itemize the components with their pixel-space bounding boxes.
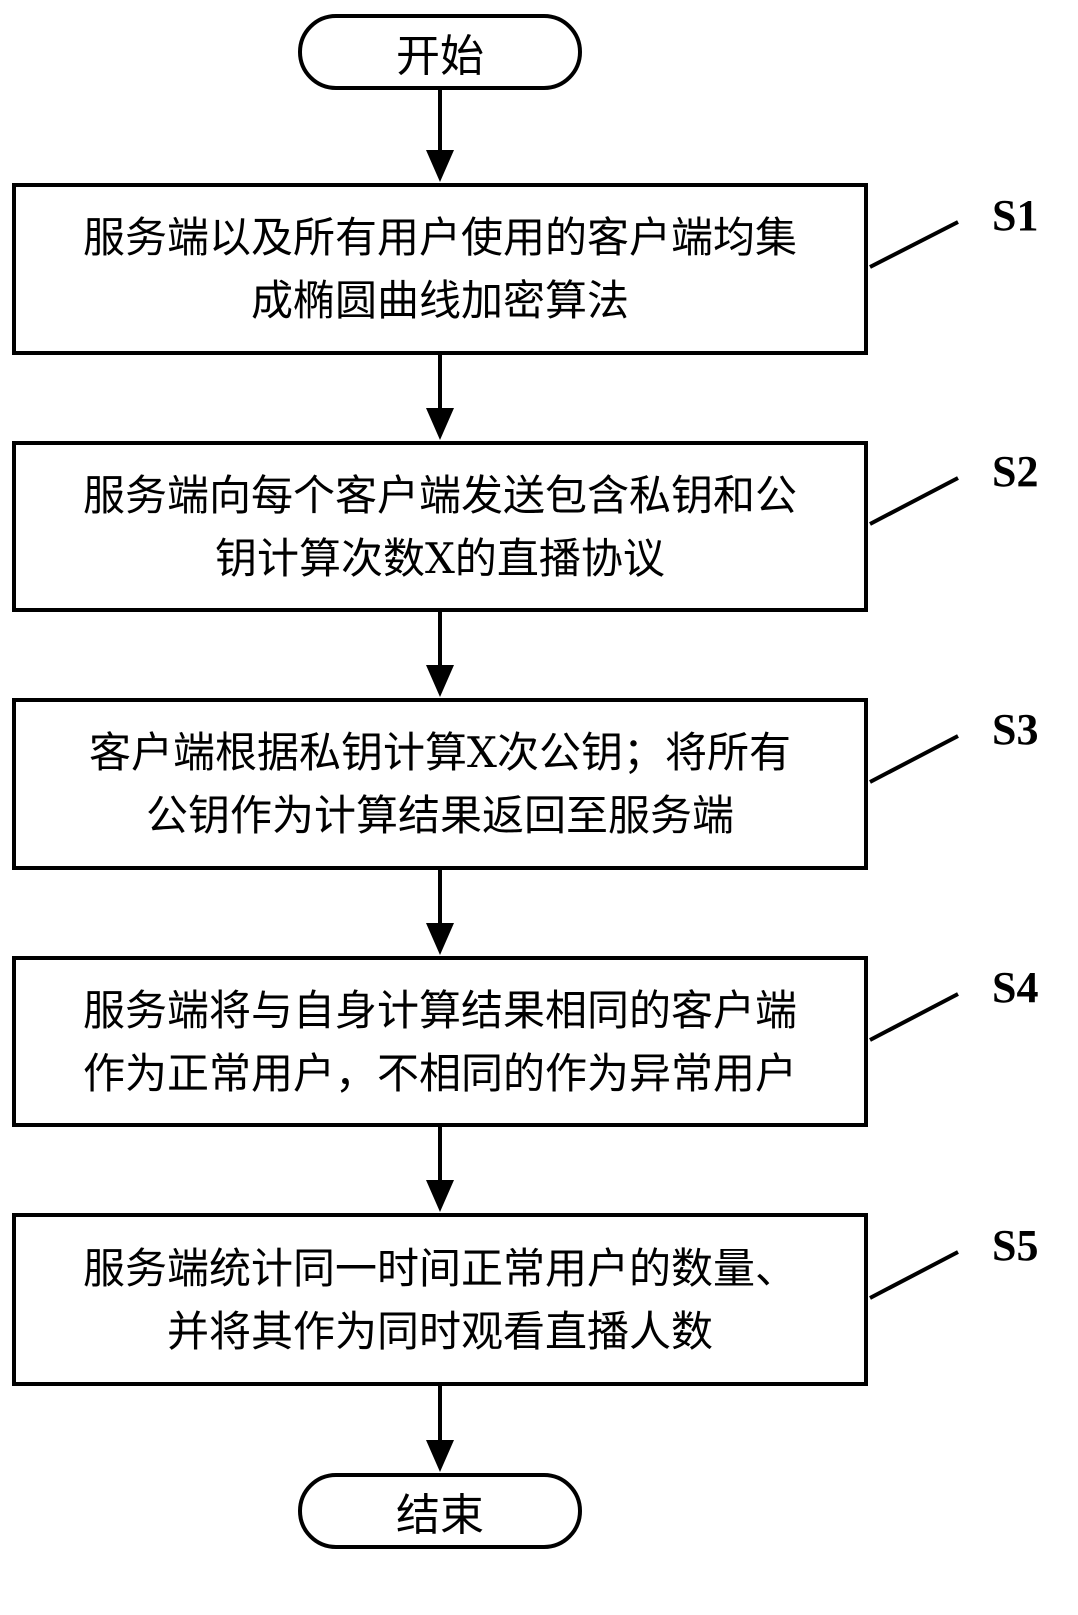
- step-s3-line1: 客户端根据私钥计算X次公钥；将所有: [89, 721, 791, 784]
- leader-s5: [870, 1252, 958, 1298]
- leader-s4: [870, 994, 958, 1040]
- step-s2-line2: 钥计算次数X的直播协议: [83, 527, 797, 590]
- step-label-s1: S1: [992, 190, 1038, 241]
- step-s4-line1: 服务端将与自身计算结果相同的客户端: [83, 979, 797, 1042]
- arrowhead-2: [426, 408, 454, 440]
- step-s5-line2: 并将其作为同时观看直播人数: [83, 1300, 797, 1363]
- label-leaders: [870, 222, 958, 1298]
- step-s3-line2: 公钥作为计算结果返回至服务端: [89, 784, 791, 847]
- end-terminal: 结束: [298, 1473, 582, 1549]
- leader-s1: [870, 222, 958, 267]
- step-label-s2: S2: [992, 446, 1038, 497]
- start-label: 开始: [396, 20, 484, 84]
- leader-s2: [870, 478, 958, 524]
- arrowhead-3: [426, 665, 454, 697]
- step-label-s3: S3: [992, 704, 1038, 755]
- step-s1-line1: 服务端以及所有用户使用的客户端均集: [83, 206, 797, 269]
- start-terminal: 开始: [298, 14, 582, 90]
- step-s4-line2: 作为正常用户，不相同的作为异常用户: [83, 1042, 797, 1105]
- step-box-s2: 服务端向每个客户端发送包含私钥和公 钥计算次数X的直播协议: [12, 441, 868, 612]
- arrowhead-6: [426, 1440, 454, 1472]
- step-box-s1: 服务端以及所有用户使用的客户端均集 成椭圆曲线加密算法: [12, 183, 868, 355]
- leader-s3: [870, 736, 958, 782]
- end-label: 结束: [396, 1479, 484, 1543]
- arrowhead-4: [426, 923, 454, 955]
- arrowhead-5: [426, 1180, 454, 1212]
- step-s5-line1: 服务端统计同一时间正常用户的数量、: [83, 1237, 797, 1300]
- step-label-s4: S4: [992, 962, 1038, 1013]
- step-s1-line2: 成椭圆曲线加密算法: [83, 269, 797, 332]
- step-s2-line1: 服务端向每个客户端发送包含私钥和公: [83, 464, 797, 527]
- step-label-s5: S5: [992, 1220, 1038, 1271]
- step-box-s4: 服务端将与自身计算结果相同的客户端 作为正常用户，不相同的作为异常用户: [12, 956, 868, 1127]
- step-box-s5: 服务端统计同一时间正常用户的数量、 并将其作为同时观看直播人数: [12, 1213, 868, 1386]
- step-box-s3: 客户端根据私钥计算X次公钥；将所有 公钥作为计算结果返回至服务端: [12, 698, 868, 870]
- arrowhead-1: [426, 150, 454, 182]
